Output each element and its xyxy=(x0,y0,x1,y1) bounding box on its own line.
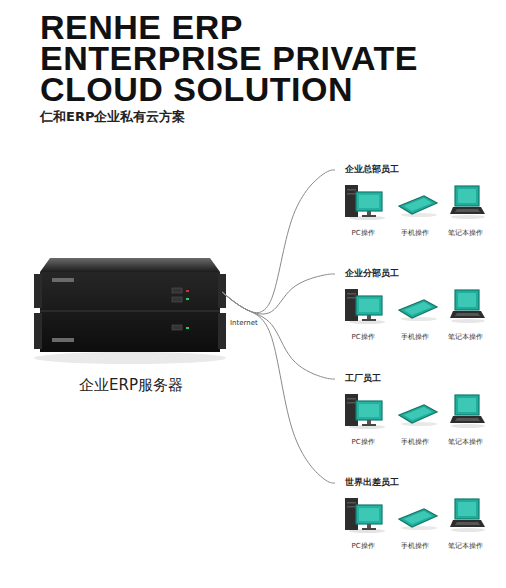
group-node: 企业分部员工 PC操作手机操作笔记本操作 xyxy=(335,264,503,348)
device-node: 笔记本操作 xyxy=(441,182,489,240)
title: RENHE ERP ENTERPRISE PRIVATE CLOUD SOLUT… xyxy=(40,12,440,105)
group-label: 企业分部员工 xyxy=(345,268,399,279)
device-node: PC操作 xyxy=(339,495,387,553)
server-node: 企业ERP服务器 xyxy=(40,250,222,398)
device-label: 手机操作 xyxy=(385,542,445,551)
server-label: 企业ERP服务器 xyxy=(40,377,222,394)
tablet-icon xyxy=(399,300,437,321)
pc-icon xyxy=(345,498,385,533)
device-label: PC操作 xyxy=(333,229,393,238)
group-label: 企业总部员工 xyxy=(345,164,399,175)
device-node: 手机操作 xyxy=(391,286,439,344)
device-label: 笔记本操作 xyxy=(435,438,495,447)
device-label: 笔记本操作 xyxy=(435,542,495,551)
device-label: 手机操作 xyxy=(385,438,445,447)
device-label: 笔记本操作 xyxy=(435,229,495,238)
device-node: 笔记本操作 xyxy=(441,391,489,449)
device-node: PC操作 xyxy=(339,391,387,449)
network-link xyxy=(222,292,335,483)
group-node: 企业总部员工 PC操作手机操作笔记本操作 xyxy=(335,160,503,244)
laptop-icon xyxy=(450,290,485,323)
group-label: 世界出差员工 xyxy=(345,477,399,488)
device-node: PC操作 xyxy=(339,182,387,240)
subtitle: 仁和ERP企业私有云方案 xyxy=(40,108,185,126)
pc-icon xyxy=(345,394,385,429)
device-label: 手机操作 xyxy=(385,333,445,342)
device-label: PC操作 xyxy=(333,438,393,447)
device-label: 手机操作 xyxy=(385,229,445,238)
device-label: PC操作 xyxy=(333,542,393,551)
pc-icon xyxy=(345,289,385,324)
network-link xyxy=(222,274,335,314)
group-node: 世界出差员工 PC操作手机操作笔记本操作 xyxy=(335,473,503,557)
group-label: 工厂员工 xyxy=(345,373,381,384)
device-icons xyxy=(345,185,485,533)
device-node: 手机操作 xyxy=(391,495,439,553)
device-node: 手机操作 xyxy=(391,391,439,449)
laptop-icon xyxy=(450,395,485,428)
device-node: 手机操作 xyxy=(391,182,439,240)
device-label: PC操作 xyxy=(333,333,393,342)
network-label: Internet xyxy=(230,319,258,327)
device-node: 笔记本操作 xyxy=(441,495,489,553)
device-node: PC操作 xyxy=(339,286,387,344)
device-node: 笔记本操作 xyxy=(441,286,489,344)
group-node: 工厂员工 PC操作手机操作笔记本操作 xyxy=(335,369,503,453)
tablet-icon xyxy=(399,405,437,426)
laptop-icon xyxy=(450,186,485,219)
tablet-icon xyxy=(399,509,437,530)
network-link xyxy=(222,170,335,313)
server-illustration xyxy=(34,258,226,364)
laptop-icon xyxy=(450,499,485,532)
pc-icon xyxy=(345,185,385,220)
tablet-icon xyxy=(399,196,437,217)
device-label: 笔记本操作 xyxy=(435,333,495,342)
